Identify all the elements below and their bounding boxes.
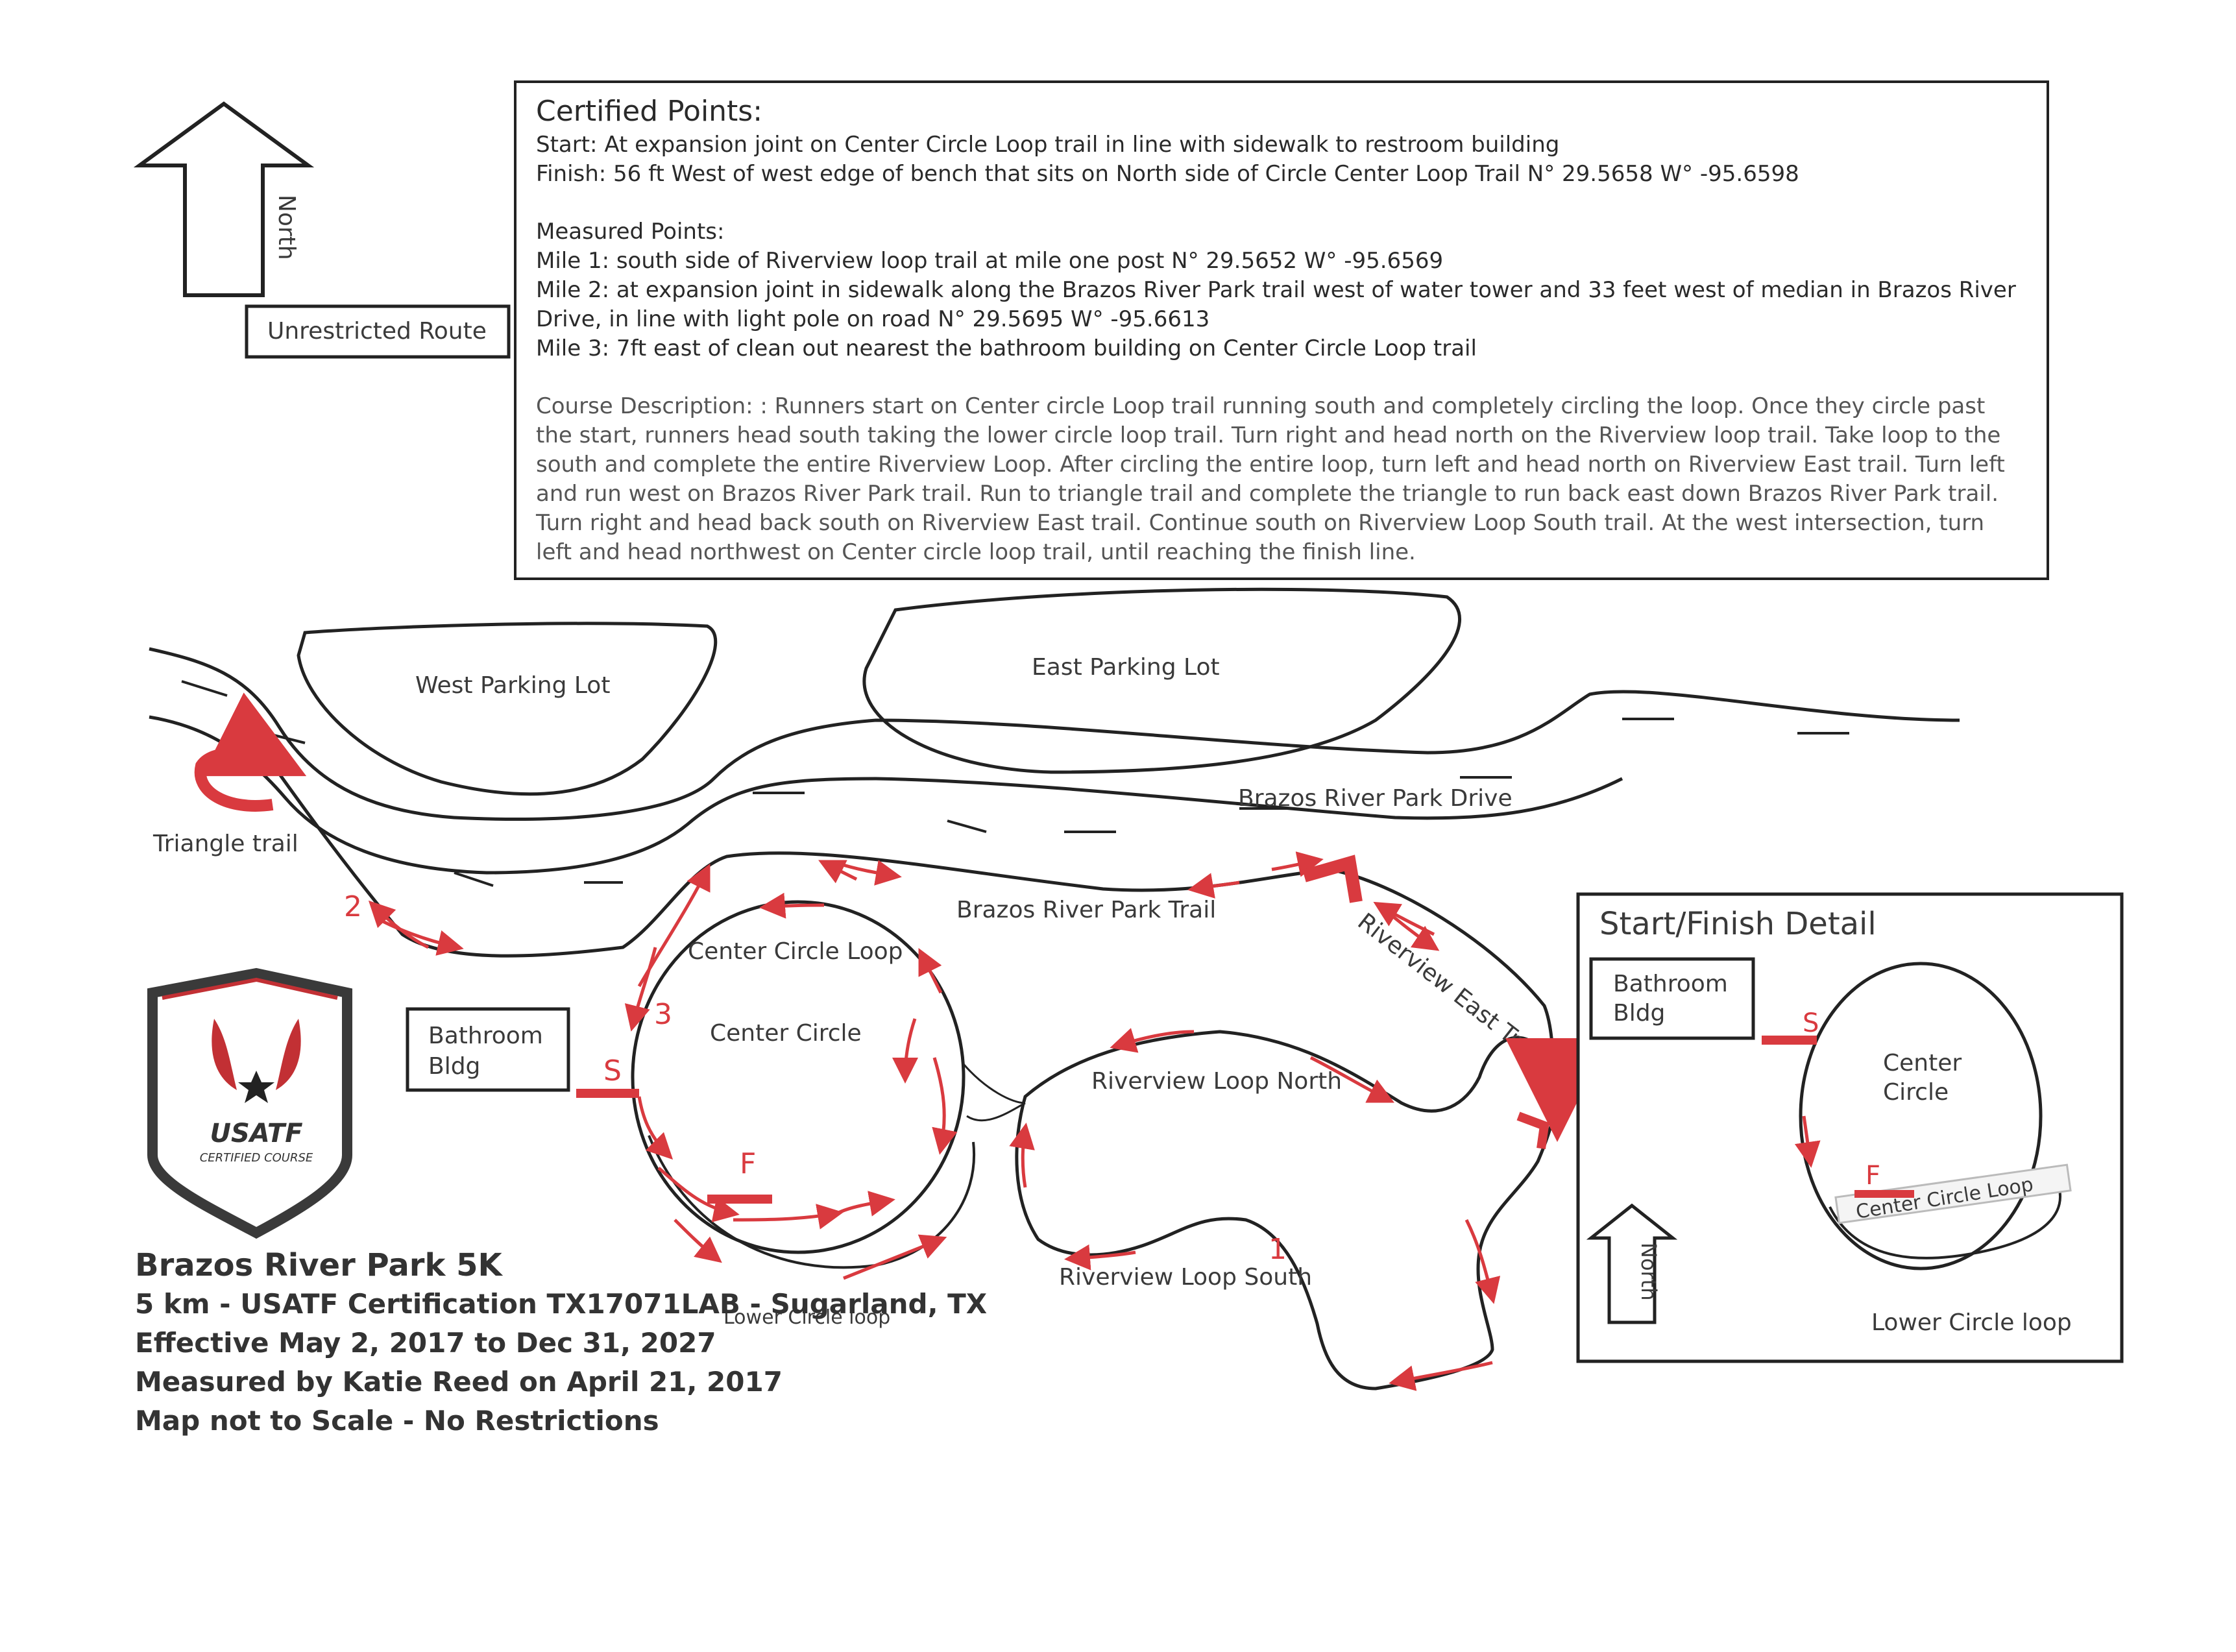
center-circle-label: Center Circle	[710, 1020, 862, 1047]
measured-mile3: Mile 3: 7ft east of clean out nearest th…	[536, 335, 1477, 361]
detail-title: Start/Finish Detail	[1599, 906, 1877, 942]
center-loop-label: Center Circle Loop	[688, 938, 903, 965]
triangle-trail-label: Triangle trail	[152, 831, 298, 857]
turn-arrow-north	[1302, 855, 1363, 903]
bathroom-line1: Bathroom	[428, 1023, 543, 1049]
riverview-south-label: Riverview Loop South	[1059, 1264, 1312, 1291]
course-desc-5: Turn right and head back south on Riverv…	[536, 510, 1985, 536]
detail-center-line2: Circle	[1883, 1079, 1949, 1106]
mile-1-marker: 1	[1269, 1233, 1287, 1266]
course-desc-2: the start, runners head south taking the…	[536, 422, 2001, 448]
riverview-north-label: Riverview Loop North	[1091, 1068, 1342, 1095]
north-label: North	[273, 195, 300, 260]
measured-mile2b: Drive, in line with light pole on road N…	[536, 306, 1210, 332]
course-desc-3: south and complete the entire Riverview …	[536, 452, 2005, 478]
park-drive-label: Brazos River Park Drive	[1238, 785, 1513, 812]
detail-finish-marker: F	[1865, 1161, 1880, 1191]
mile-3-marker: 3	[654, 998, 672, 1031]
east-parking-label: East Parking Lot	[1032, 654, 1220, 681]
unrestricted-route-label: Unrestricted Route	[267, 318, 487, 345]
route-arrows	[368, 851, 1501, 1391]
cert-start: Start: At expansion joint on Center Circ…	[536, 132, 1560, 158]
start-marker: S	[603, 1054, 622, 1087]
center-circle-loop	[631, 900, 966, 1254]
park-drive-road	[149, 647, 1960, 875]
scale-note: Map not to Scale - No Restrictions	[135, 1405, 659, 1437]
measured-mile2a: Mile 2: at expansion joint in sidewalk a…	[536, 277, 2016, 303]
usatf-logo-sub: CERTIFIED COURSE	[200, 1151, 313, 1165]
course-desc-6: left and head northwest on Center circle…	[536, 539, 1416, 565]
start-finish-detail: Start/Finish Detail Bathroom Bldg Center…	[1576, 892, 2124, 1363]
course-desc-4: and run west on Brazos River Park trail.…	[536, 481, 1999, 507]
detail-lower-loop-label: Lower Circle loop	[1871, 1309, 2072, 1336]
turn-arrow-east	[1516, 1111, 1549, 1149]
west-parking-lot	[297, 622, 718, 796]
measured-heading: Measured Points:	[536, 219, 725, 245]
cert-finish: Finish: 56 ft West of west edge of bench…	[536, 161, 1799, 187]
detail-bathroom-line2: Bldg	[1613, 1000, 1665, 1026]
triangle-turn-arrow	[194, 692, 307, 812]
finish-marker: F	[740, 1147, 756, 1180]
course-desc-1: Course Description: : Runners start on C…	[536, 393, 1986, 419]
measured-by: Measured by Katie Reed on April 21, 2017	[135, 1366, 783, 1398]
detail-start-marker: S	[1803, 1008, 1819, 1038]
north-arrow-icon: North	[133, 101, 315, 297]
detail-north-arrow-icon	[1586, 1203, 1678, 1324]
lower-circle-label: Lower Circle loop	[723, 1306, 890, 1329]
riverview-east-label: Riverview East Trail	[1352, 908, 1548, 1069]
west-parking-label: West Parking Lot	[415, 672, 610, 699]
certification-line: 5 km - USATF Certification TX17071LAB - …	[135, 1288, 988, 1320]
cert-heading: Certified Points:	[536, 95, 763, 128]
east-parking-lot	[862, 587, 1462, 774]
course-title: Brazos River Park 5K	[135, 1247, 502, 1283]
lower-circle-loop	[648, 1135, 976, 1269]
usatf-logo: USATF CERTIFIED COURSE	[147, 967, 352, 1239]
bathroom-line2: Bldg	[428, 1053, 480, 1080]
connector-trails	[962, 1063, 1026, 1122]
detail-center-line1: Center	[1883, 1050, 1962, 1076]
unrestricted-route-box	[245, 304, 511, 359]
bathroom-bldg	[406, 1007, 570, 1092]
certified-points-box: Certified Points: Start: At expansion jo…	[514, 80, 2049, 580]
measured-mile1: Mile 1: south side of Riverview loop tra…	[536, 248, 1444, 274]
detail-bathroom-line1: Bathroom	[1613, 971, 1728, 997]
usatf-logo-name: USATF	[210, 1119, 302, 1148]
detail-north-label: North	[1636, 1243, 1661, 1301]
mile-2-marker: 2	[344, 890, 362, 923]
park-trail-label: Brazos River Park Trail	[956, 897, 1216, 923]
effective-dates: Effective May 2, 2017 to Dec 31, 2027	[135, 1327, 716, 1359]
course-title-block: Brazos River Park 5K 5 km - USATF Certif…	[135, 1246, 987, 1440]
